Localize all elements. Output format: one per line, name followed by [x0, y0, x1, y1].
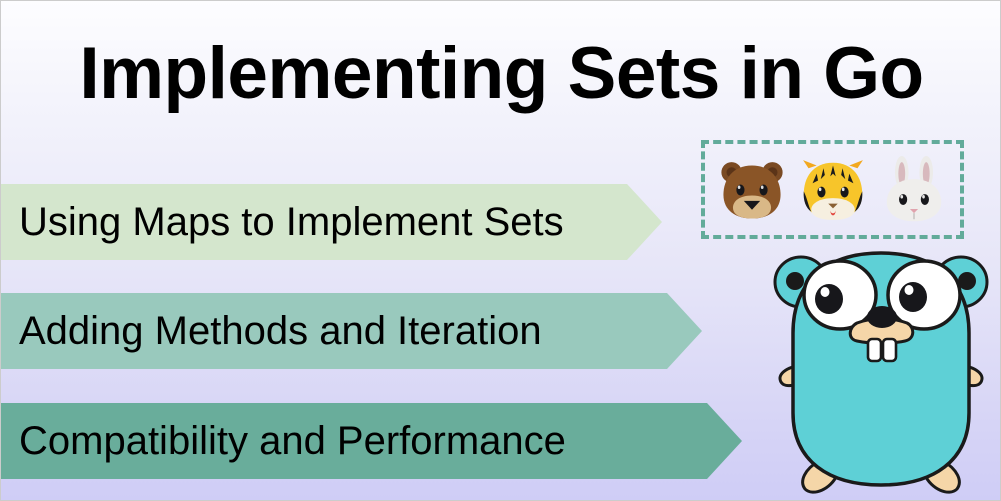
banner-adding-methods[interactable]: Adding Methods and Iteration	[1, 293, 702, 369]
banner-label: Adding Methods and Iteration	[19, 309, 542, 353]
tiger-face-emoji	[799, 155, 867, 225]
bear-face-emoji	[718, 155, 786, 225]
banner-label: Compatibility and Performance	[19, 419, 566, 463]
banner-using-maps[interactable]: Using Maps to Implement Sets	[1, 184, 662, 260]
banner-compatibility[interactable]: Compatibility and Performance	[1, 403, 742, 479]
rabbit-face-emoji	[880, 155, 948, 225]
banner-label: Using Maps to Implement Sets	[19, 200, 564, 244]
animal-set-box	[701, 140, 964, 239]
page-title: Implementing Sets in Go	[79, 33, 924, 114]
go-gopher-mascot	[761, 249, 1000, 500]
